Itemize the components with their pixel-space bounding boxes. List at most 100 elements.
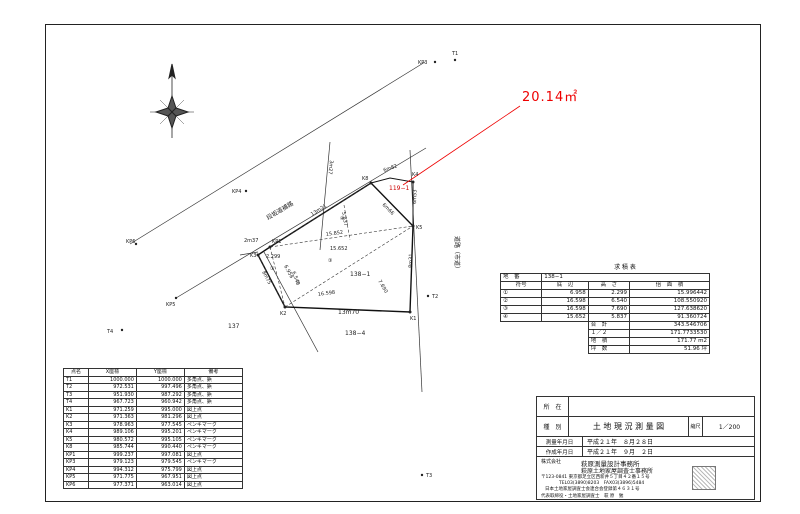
coord-cell: 967.951 bbox=[135, 473, 185, 482]
coord-cell: 995.000 bbox=[135, 405, 185, 414]
triangle-number: ④ bbox=[340, 216, 345, 222]
area-cell: ① bbox=[499, 289, 543, 298]
lot-label: 138−4 bbox=[345, 330, 365, 337]
coord-cell: ペンキマーク bbox=[183, 458, 244, 467]
dim-label: 2.299 bbox=[266, 254, 280, 260]
area-cell: ③ bbox=[499, 305, 543, 314]
coord-cell: K8 bbox=[63, 443, 89, 452]
area-cell: 138−1 bbox=[541, 273, 710, 282]
dim-label: 15.852 bbox=[325, 230, 343, 238]
coord-cell: 977.371 bbox=[87, 480, 137, 489]
coord-cell: 979.545 bbox=[135, 458, 185, 467]
area-cell: 2.299 bbox=[587, 289, 630, 298]
coord-cell: 1000.000 bbox=[87, 375, 137, 384]
lot-label: 137 bbox=[228, 323, 240, 330]
point-labels: KP3 T1 KP4 KP6 KP5 T4 T2 T3 K8 K4 K5 K1 … bbox=[106, 51, 458, 479]
dim-label: 8m31 bbox=[408, 253, 414, 268]
coord-cell: 997.081 bbox=[135, 450, 185, 459]
tb-row-type: 種 別 土 地 現 況 測 量 図 縮尺 1／200 bbox=[537, 417, 754, 437]
area-cell: 51.96 坪 bbox=[628, 345, 711, 354]
tb-value: 土 地 現 況 測 量 図 bbox=[569, 417, 689, 436]
area-cell: ② bbox=[499, 297, 543, 306]
coord-cell: 多角点、鋲 bbox=[183, 398, 244, 407]
triangle-number: ① bbox=[270, 266, 275, 272]
company-seal-icon bbox=[692, 466, 716, 490]
coord-cell: ペンキマーク bbox=[183, 420, 244, 429]
area-cell: 171.7733530 bbox=[628, 329, 711, 338]
coord-cell: 995.201 bbox=[135, 428, 185, 437]
coord-cell: ペンキマーク bbox=[183, 428, 244, 437]
area-header: 底 辺 bbox=[541, 281, 589, 290]
triangle-number: ③ bbox=[328, 258, 332, 264]
tb-tel: TEL03(3890)8203 FAX03(3896)5484 bbox=[559, 481, 645, 486]
triangulation-lines bbox=[257, 182, 414, 308]
coord-cell: K3 bbox=[63, 420, 89, 429]
point-label: KP6 bbox=[126, 239, 135, 245]
road-lines bbox=[129, 61, 427, 393]
coord-cell: KP3 bbox=[63, 458, 89, 467]
coord-cell: K4 bbox=[63, 428, 89, 437]
point-label: T2 bbox=[431, 294, 438, 300]
coord-cell: K2 bbox=[63, 413, 89, 422]
area-cell: １／２ bbox=[587, 329, 630, 338]
coord-cell: 978.963 bbox=[87, 420, 137, 429]
coord-cell: 980.572 bbox=[87, 435, 137, 444]
coord-cell: 972.531 bbox=[87, 383, 137, 392]
coord-cell: ペンキマーク bbox=[183, 443, 244, 452]
point-label: T3 bbox=[425, 473, 432, 479]
tb-row-location: 所 在 bbox=[537, 397, 754, 417]
coord-cell: 979.123 bbox=[87, 458, 137, 467]
area-cell: 7.690 bbox=[587, 305, 630, 314]
triangle-numbers: ① ③ ② ④ bbox=[270, 216, 345, 286]
tb-label: 作成年月日 bbox=[537, 447, 583, 456]
tb-value: 平成２１年 ８月２８日 bbox=[587, 439, 654, 446]
annotation-leader bbox=[402, 105, 521, 186]
area-cell: ④ bbox=[499, 313, 543, 322]
area-cell: 6.540 bbox=[587, 297, 630, 306]
point-label: KP5 bbox=[166, 302, 175, 308]
tb-label: 測量年月日 bbox=[537, 437, 583, 446]
coord-cell: KP6 bbox=[63, 480, 89, 489]
title-block: 所 在 種 別 土 地 現 況 測 量 図 縮尺 1／200 測量年月日 平成２… bbox=[536, 396, 755, 500]
coord-cell: 990.440 bbox=[135, 443, 185, 452]
area-header: 高 さ bbox=[587, 281, 630, 290]
coord-cell: 977.545 bbox=[135, 420, 185, 429]
tb-address: 〒123-0841 東京都足立区西新井５丁目４２番１５号 bbox=[541, 475, 650, 480]
area-cell: 地 積 bbox=[587, 337, 630, 346]
point-label: K5 bbox=[416, 225, 422, 231]
area-cell: 108.550920 bbox=[628, 297, 711, 306]
dim-label: 6.958 bbox=[282, 264, 294, 279]
area-cell: 合 計 bbox=[587, 321, 630, 330]
coord-cell: 995.105 bbox=[135, 435, 185, 444]
area-cell: 地 番 bbox=[499, 273, 543, 282]
annotation-area-label: 20.14㎡ bbox=[522, 90, 578, 105]
road-label: 道路（市道） bbox=[453, 236, 461, 272]
area-cell: 91.360724 bbox=[628, 313, 711, 322]
point-label: K2 bbox=[280, 311, 286, 317]
road-label: 段坂道補路 bbox=[265, 199, 295, 221]
tb-company-type: 株式会社 bbox=[541, 459, 562, 465]
tb-company2: 萩原土地家屋調査士事務所 bbox=[581, 468, 654, 475]
dim-label: 15.652 bbox=[330, 246, 348, 252]
tb-assoc: 日本土地家屋調査士会連合会登録第４６３１号 bbox=[545, 487, 640, 492]
area-cell: 16.598 bbox=[541, 297, 589, 306]
coord-cell: K5 bbox=[63, 435, 89, 444]
tb-rep: 代表取締役・土地家屋調査士 萩 原 勉 bbox=[541, 494, 624, 499]
coord-cell: 987.292 bbox=[135, 390, 185, 399]
